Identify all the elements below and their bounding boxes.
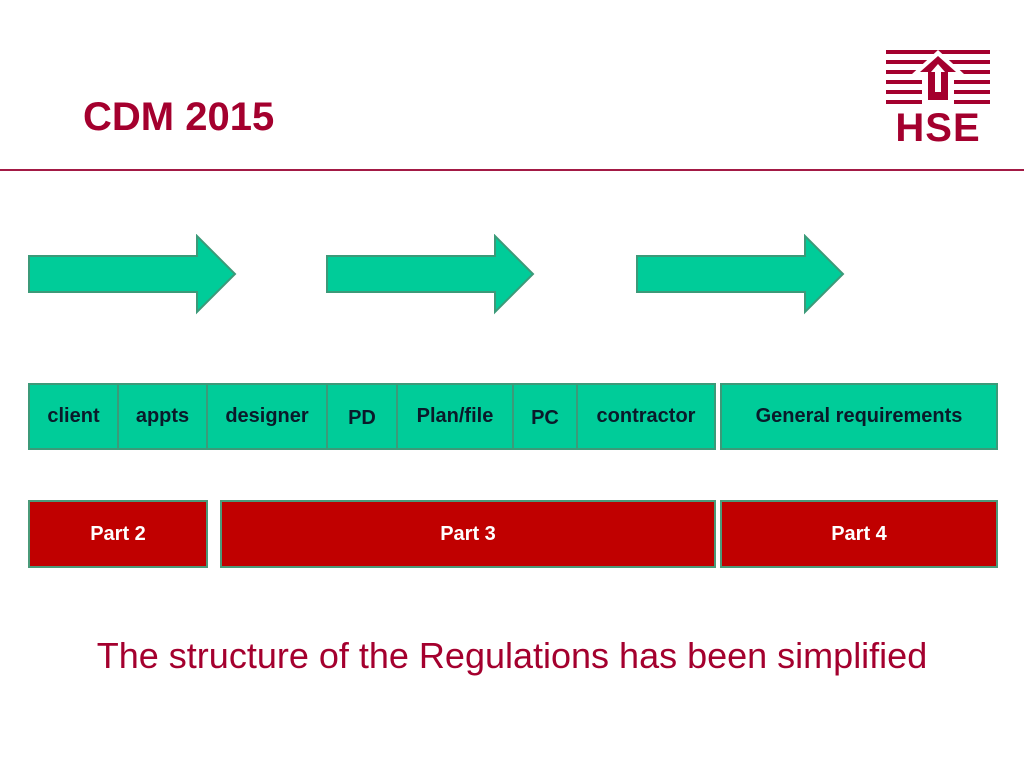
box-pc: PC: [512, 383, 578, 450]
box-part-3: Part 3: [220, 500, 716, 568]
arrow-right-icon: [636, 234, 845, 315]
box-part-2: Part 2: [28, 500, 208, 568]
box-plan-file: Plan/file: [396, 383, 514, 450]
box-pd: PD: [326, 383, 398, 450]
header-divider: [0, 169, 1024, 171]
arrow-right-icon: [28, 234, 237, 315]
tagline: The structure of the Regulations has bee…: [96, 635, 928, 676]
box-part-4: Part 4: [720, 500, 998, 568]
arrow-right-icon: [326, 234, 535, 315]
hse-logo: [884, 48, 992, 113]
box-contractor: contractor: [576, 383, 716, 450]
page-title: CDM 2015: [83, 95, 275, 139]
hse-logo-text: HSE: [895, 106, 981, 150]
box-general-requirements: General requirements: [720, 383, 998, 450]
hse-logo-icon: [886, 50, 990, 104]
box-client: client: [28, 383, 119, 450]
box-appts: appts: [117, 383, 208, 450]
box-designer: designer: [206, 383, 328, 450]
